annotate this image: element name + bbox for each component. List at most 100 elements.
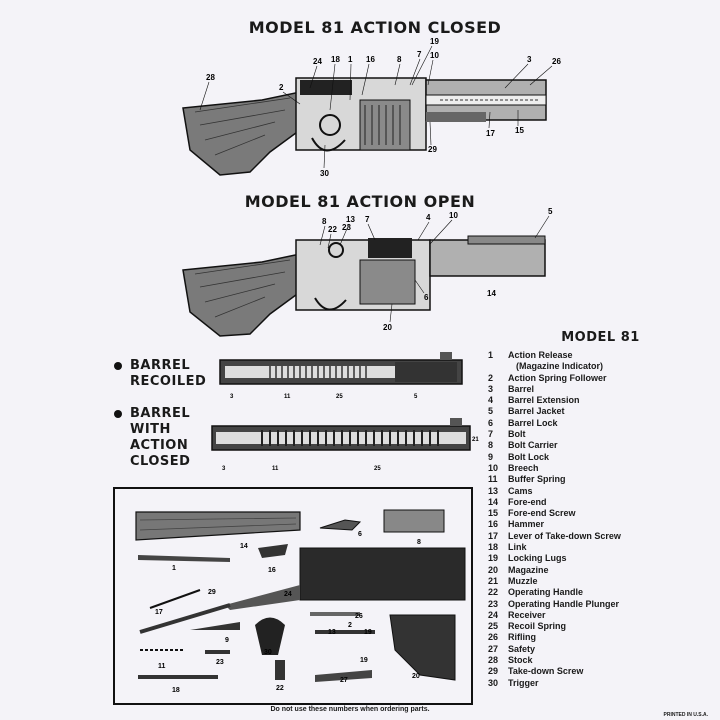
legend-item-number: 3 — [488, 383, 494, 394]
legend-item: 6 Barrel Lock — [488, 418, 713, 429]
callout: 30 — [320, 169, 329, 178]
callout: 8 — [417, 539, 421, 546]
callout: 19 — [430, 37, 439, 46]
legend-item-number: 14 — [488, 496, 499, 507]
callout: 29 — [208, 589, 216, 596]
callout: 19 — [360, 657, 368, 664]
bullet-icon — [114, 362, 122, 370]
callout: 23 — [216, 659, 224, 666]
legend-item-label: Stock — [508, 655, 533, 666]
callout: 9 — [225, 637, 229, 644]
legend-item-label: (Magazine Indicator) — [516, 361, 604, 372]
legend-item-number: 10 — [488, 462, 499, 473]
callout: 6 — [358, 531, 362, 538]
legend-item-number: 26 — [488, 632, 499, 643]
legend-item-label: Operating Handle Plunger — [508, 598, 620, 609]
label-line: CLOSED — [130, 454, 191, 469]
callout: 18 — [331, 55, 340, 64]
legend-item-number: 25 — [488, 621, 499, 632]
legend-item-number: 22 — [488, 587, 499, 598]
legend-item-label: Bolt Lock — [508, 451, 550, 462]
legend-item-number: 27 — [488, 643, 499, 654]
legend-item-number: 6 — [488, 417, 494, 428]
leader-lines-open — [319, 215, 550, 323]
callouts-parts: 14 6 8 1 16 24 17 29 9 30 26 2 13 19 11 … — [155, 531, 421, 694]
legend-item-label: Locking Lugs — [508, 553, 567, 564]
callout: 11 — [284, 394, 291, 400]
callout: 25 — [374, 466, 381, 472]
legend-item-label: Safety — [508, 643, 536, 654]
legend-item-number: 20 — [488, 564, 499, 575]
legend-item-number: 5 — [488, 406, 494, 417]
callout: 22 — [276, 685, 284, 692]
callout: 11 — [158, 663, 166, 670]
callout: 10 — [449, 211, 458, 220]
legend-item-number: 2 — [488, 372, 494, 383]
ordering-note: Do not use these numbers when ordering p… — [270, 706, 430, 713]
leader-lines-closed — [199, 45, 553, 169]
legend-item-number: 24 — [488, 609, 499, 620]
barrel-action-closed — [211, 418, 471, 451]
label-line: ACTION — [130, 438, 189, 453]
legend-item-label: Fore-end Screw — [508, 508, 576, 519]
callout: 17 — [155, 609, 163, 616]
legend-item-number: 23 — [488, 598, 499, 609]
legend-item-number: 4 — [488, 395, 494, 406]
label-barrel-recoiled: BARREL RECOILED — [130, 358, 206, 390]
callout: 2 — [279, 83, 284, 92]
callout: 1 — [172, 565, 176, 572]
callout: 7 — [365, 215, 370, 224]
callout: 23 — [342, 223, 351, 232]
callout: 26 — [552, 57, 561, 66]
callout: 21 — [472, 437, 479, 443]
callout: 19 — [364, 629, 372, 636]
title-action-open: MODEL 81 ACTION OPEN — [244, 192, 476, 211]
legend-item-number: 17 — [488, 530, 499, 541]
legend-item-label: Buffer Spring — [508, 474, 566, 485]
callout: 8 — [397, 55, 402, 64]
title-action-closed: MODEL 81 ACTION CLOSED — [248, 18, 502, 37]
callout: 17 — [486, 129, 495, 138]
legend-title: MODEL 81 — [561, 330, 640, 345]
callout: 29 — [428, 145, 437, 154]
callout: 5 — [548, 207, 553, 216]
legend-item-number: 16 — [488, 519, 499, 530]
callout: 1 — [348, 55, 353, 64]
callout: 16 — [268, 567, 276, 574]
callout: 25 — [336, 394, 343, 400]
legend-item-label: Bolt — [508, 429, 526, 440]
legend-item-label: Barrel Lock — [508, 417, 558, 428]
rifle-action-open — [182, 235, 546, 337]
legend-item-label: Barrel — [508, 383, 535, 394]
legend-item-number: 11 — [488, 474, 498, 485]
legend-item-number: 1 — [488, 350, 494, 360]
legend-item-label: Bolt Carrier — [508, 440, 558, 451]
callout: 6 — [424, 293, 429, 302]
callouts-barrel-closed: 3 11 25 21 — [222, 437, 479, 472]
legend-item-label: Barrel Jacket — [508, 406, 565, 417]
legend-item-label: Link — [508, 542, 527, 553]
legend-item-label: Take-down Screw — [508, 666, 584, 677]
callouts-open: 8 22 13 23 7 4 10 5 6 14 20 — [322, 207, 553, 332]
legend-item-label: Operating Handle — [508, 587, 584, 598]
callouts-recoiled: 3 11 25 5 — [230, 394, 418, 400]
callout: 5 — [414, 394, 418, 400]
legend-item: (Magazine Indicator) — [488, 361, 713, 372]
label-barrel-action-closed: BARREL WITH ACTION CLOSED — [130, 406, 190, 470]
label-line: RECOILED — [130, 374, 207, 389]
